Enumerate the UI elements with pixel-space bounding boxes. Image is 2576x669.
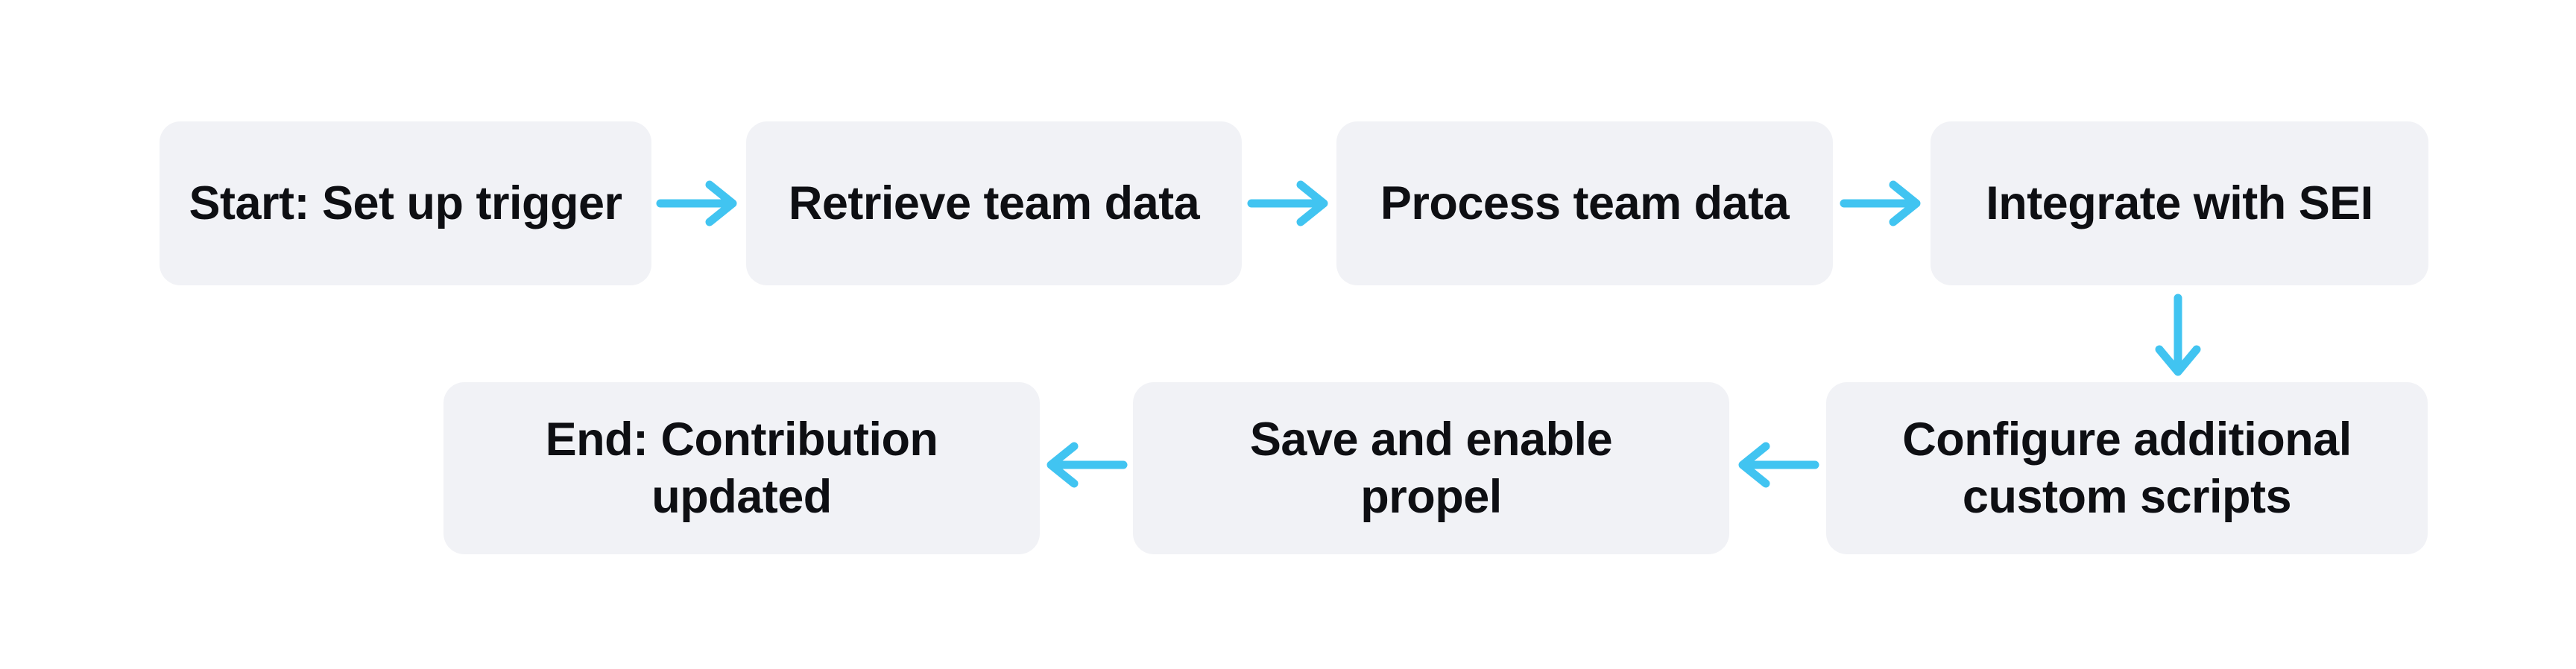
arrow-left-icon [1046, 442, 1128, 488]
arrow-right-icon [656, 180, 737, 226]
flow-node-process-team-data: Process team data [1336, 121, 1833, 285]
flow-node-configure-scripts: Configure additional custom scripts [1826, 382, 2428, 554]
arrow-right-icon [1840, 180, 1921, 226]
flow-node-integrate-with-sei: Integrate with SEI [1931, 121, 2428, 285]
flow-node-start-label: Start: Set up trigger [189, 177, 622, 229]
arrow-down-icon [2155, 294, 2201, 376]
arrow-left-icon [1738, 442, 1819, 488]
flow-node-configure-label: Configure additional custom scripts [1902, 413, 2352, 523]
flow-node-integrate-label: Integrate with SEI [1986, 177, 2373, 229]
flow-node-start: Start: Set up trigger [160, 121, 651, 285]
flow-node-retrieve-label: Retrieve team data [788, 177, 1200, 229]
flow-node-process-label: Process team data [1380, 177, 1790, 229]
arrow-right-icon [1247, 180, 1328, 226]
flow-node-save-label: Save and enable propel [1249, 413, 1613, 523]
flow-node-retrieve-team-data: Retrieve team data [746, 121, 1242, 285]
flow-node-end-label: End: Contribution updated [545, 413, 938, 523]
flow-node-end: End: Contribution updated [443, 382, 1040, 554]
flow-node-save-enable-propel: Save and enable propel [1133, 382, 1729, 554]
